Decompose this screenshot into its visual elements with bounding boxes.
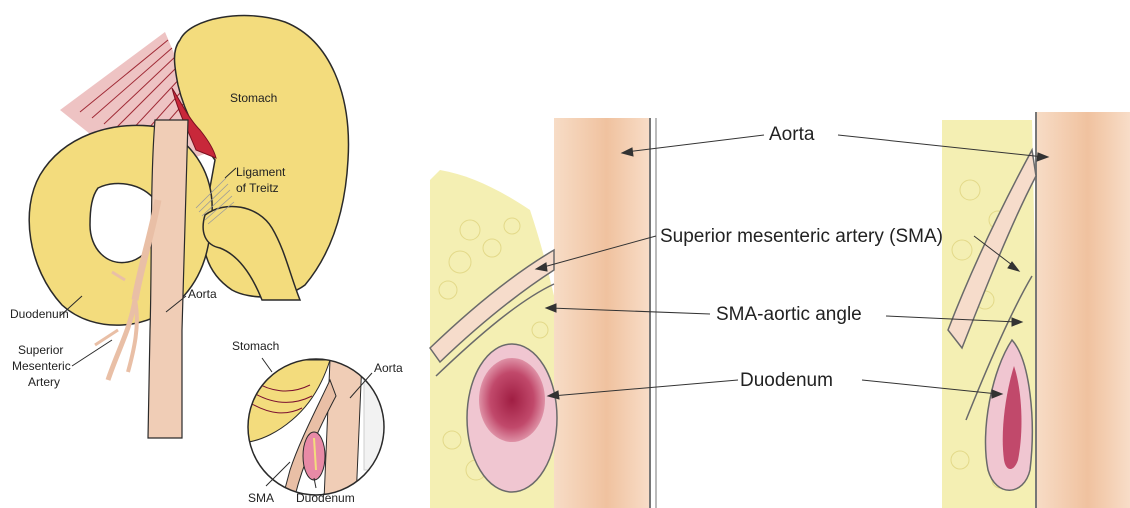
sma-label-line3: Artery [28, 375, 60, 389]
aorta [148, 120, 188, 438]
duodenum-main-label: Duodenum [740, 370, 833, 391]
aorta-main-label: Aorta [769, 124, 815, 145]
stomach-label: Stomach [230, 91, 277, 105]
sma-main-label: Superior mesenteric artery (SMA) [660, 226, 943, 247]
right-panel-narrowed [942, 112, 1130, 508]
inset-sma-label: SMA [248, 491, 274, 505]
sma-label-line1: Superior [18, 343, 63, 357]
sma-aortic-angle-label: SMA-aortic angle [716, 304, 862, 325]
inset-duodenum-label: Duodenum [296, 491, 355, 505]
aorta-label: Aorta [188, 287, 217, 301]
right-panel-normal [430, 118, 656, 508]
aorta-normal [554, 118, 650, 508]
inset-stomach-label: Stomach [232, 339, 279, 353]
ligament-label-line2: of Treitz [236, 181, 279, 195]
aorta-narrowed [1036, 112, 1130, 508]
inset-diagram: Stomach Aorta SMA Duodenum [232, 339, 403, 505]
sma-label-line2: Mesenteric [12, 359, 71, 373]
inset-aorta-label: Aorta [374, 361, 403, 375]
duodenum-label: Duodenum [10, 307, 69, 321]
ligament-label-line1: Ligament [236, 165, 286, 179]
